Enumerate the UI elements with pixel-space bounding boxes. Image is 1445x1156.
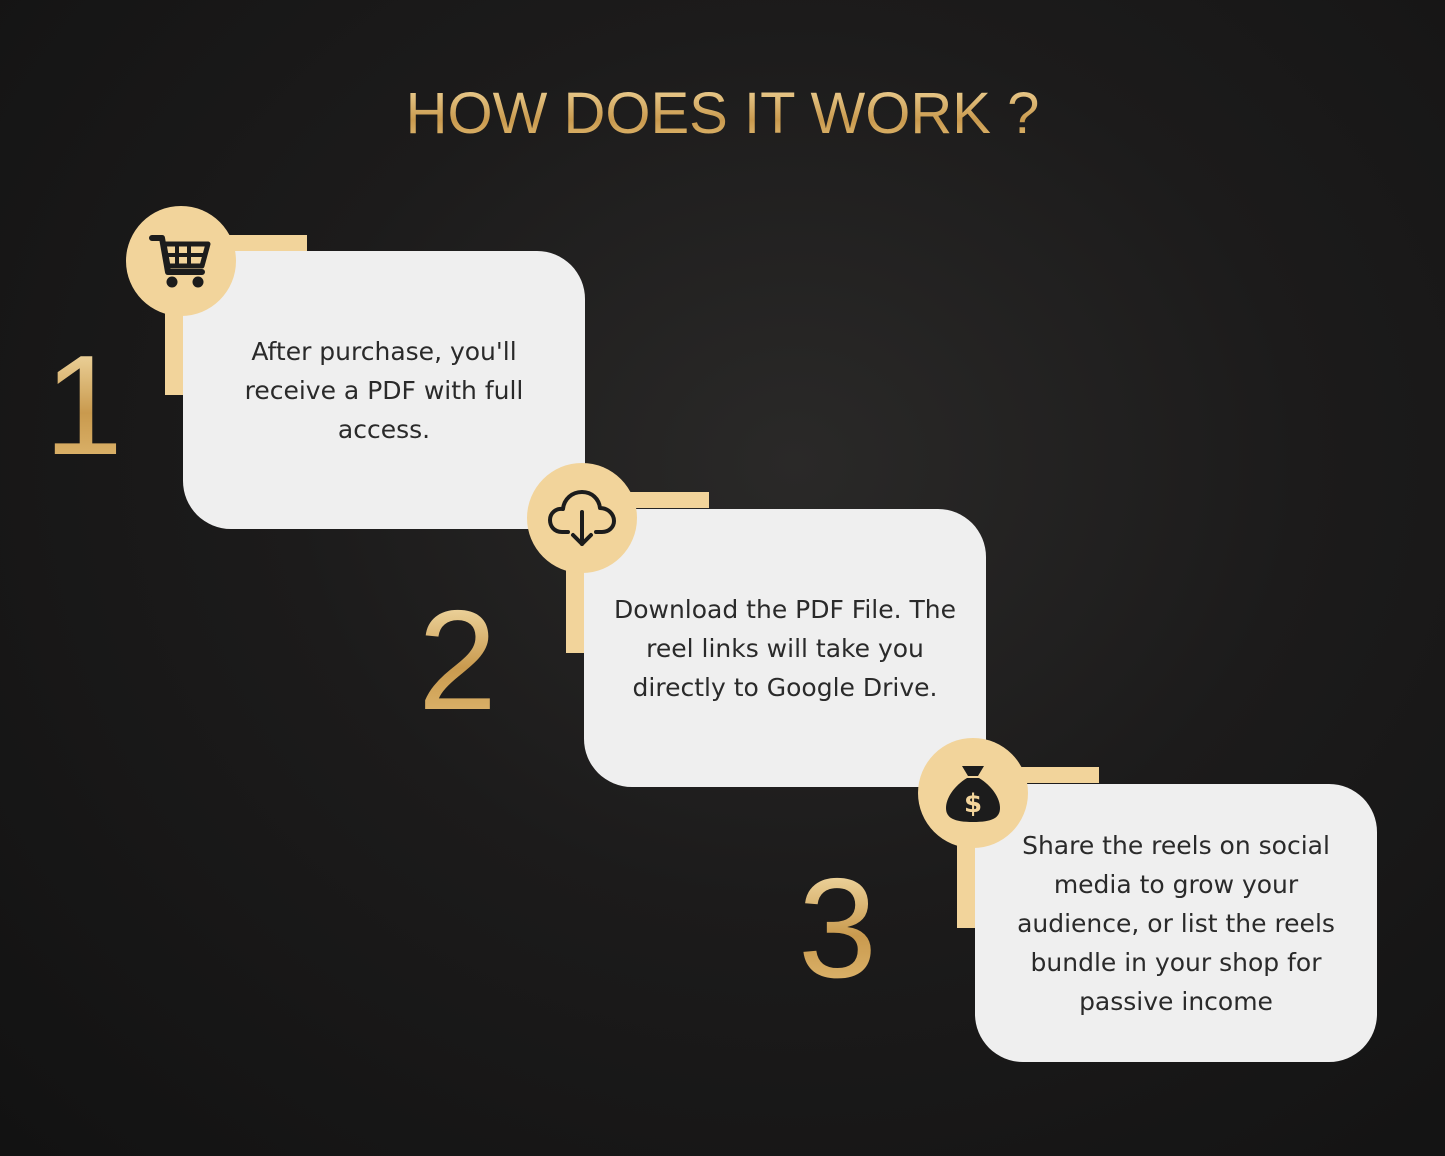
step-number: 3: [798, 849, 877, 1008]
shopping-cart-icon: [149, 235, 211, 288]
money-bag-icon: $: [946, 766, 1000, 822]
step-icon-badge: $: [918, 738, 1028, 848]
step-icon-badge: [527, 463, 637, 573]
step-number: 2: [418, 581, 497, 740]
bracket-side: [566, 555, 584, 653]
cloud-download-icon: [548, 490, 616, 546]
step-description: Download the PDF File. The reel links wi…: [613, 594, 957, 702]
page-title: HOW DOES IT WORK ?: [0, 80, 1445, 147]
step-description: After purchase, you'll receive a PDF wit…: [244, 336, 524, 444]
svg-text:$: $: [964, 789, 982, 819]
step-description: Share the reels on social media to grow …: [1017, 830, 1335, 1016]
step-icon-badge: [126, 206, 236, 316]
bracket-side: [957, 830, 975, 928]
step-card: After purchase, you'll receive a PDF wit…: [183, 251, 585, 529]
step-number: 1: [44, 326, 123, 485]
bracket-side: [165, 300, 183, 395]
step-card: Download the PDF File. The reel links wi…: [584, 509, 986, 787]
step-card: Share the reels on social media to grow …: [975, 784, 1377, 1062]
